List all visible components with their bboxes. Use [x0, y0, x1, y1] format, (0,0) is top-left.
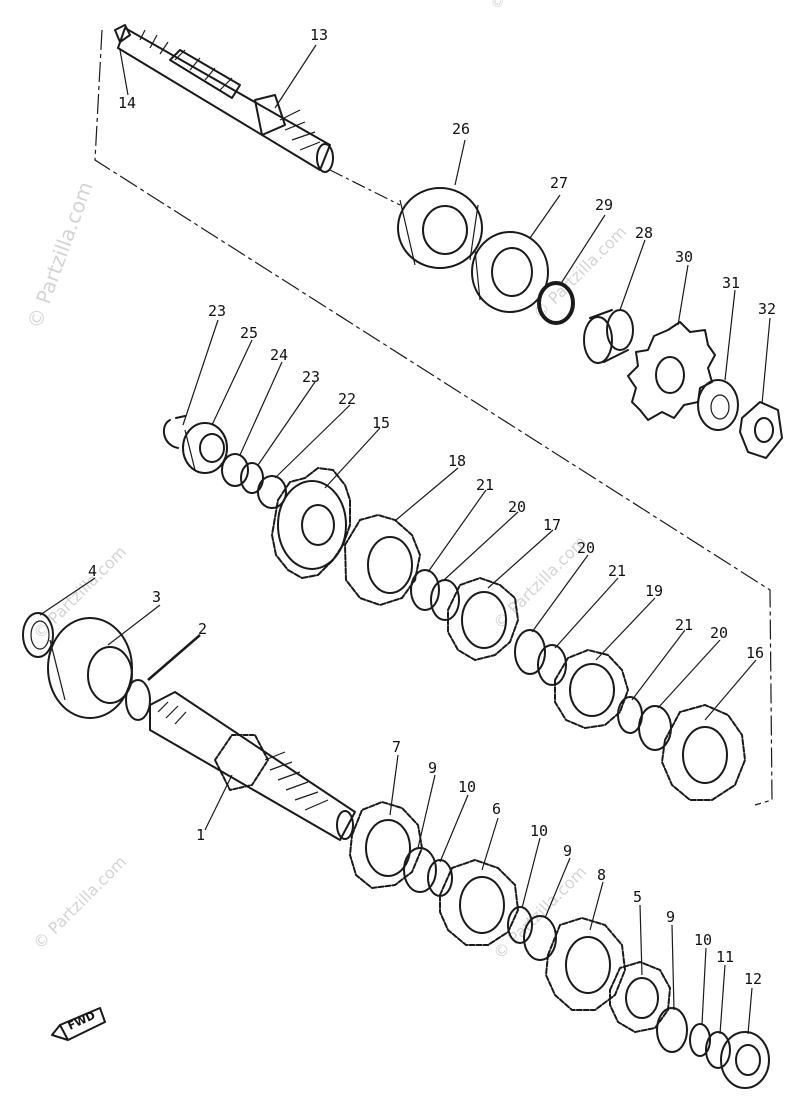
label-15: 15 [372, 414, 390, 432]
circlip-21-b [537, 644, 567, 686]
label-24: 24 [270, 346, 288, 364]
label-10-c: 10 [694, 931, 712, 949]
label-11: 11 [716, 948, 734, 966]
label-20-b: 20 [577, 539, 595, 557]
oil-seal-4 [22, 612, 54, 658]
main-axle-shaft [114, 24, 334, 173]
washer-20-b [514, 629, 546, 675]
label-9-b: 9 [563, 842, 572, 860]
fwd-arrow: FWD [51, 1007, 106, 1041]
label-12: 12 [744, 970, 762, 988]
label-4: 4 [88, 562, 97, 580]
gear-17 [447, 577, 519, 661]
label-22: 22 [338, 390, 356, 408]
sprocket-30 [627, 321, 716, 421]
label-6: 6 [492, 800, 501, 818]
label-2: 2 [198, 620, 207, 638]
washer-31 [697, 379, 739, 431]
washer-11 [705, 1031, 731, 1069]
label-31: 31 [722, 274, 740, 292]
bearing-27 [471, 231, 549, 313]
gear-8 [545, 917, 626, 1011]
label-20-c: 20 [710, 624, 728, 642]
watermark-2: © Partzilla.com [489, 0, 541, 11]
circlip-23-a [162, 415, 186, 449]
label-9-a: 9 [428, 759, 437, 777]
washer-24 [221, 453, 249, 487]
label-5: 5 [633, 888, 642, 906]
label-19: 19 [645, 582, 663, 600]
label-9-c: 9 [666, 908, 675, 926]
gear-15 [271, 467, 351, 579]
washer-20-c [638, 705, 672, 751]
label-10-a: 10 [458, 778, 476, 796]
circlip-10-c [689, 1023, 711, 1057]
label-23-b: 23 [302, 368, 320, 386]
gear-18 [344, 514, 421, 606]
label-17: 17 [543, 516, 561, 534]
gear-16 [661, 704, 746, 801]
nut-32 [739, 401, 783, 459]
bearing-25 [182, 422, 228, 474]
label-27: 27 [550, 174, 568, 192]
bearing-12 [720, 1031, 770, 1089]
washer-23-b [240, 462, 264, 494]
label-7: 7 [392, 738, 401, 756]
washer-20-a [430, 579, 460, 621]
watermark-6: © Partzilla.com [489, 862, 590, 963]
circlip-2 [125, 679, 151, 721]
bearing-26 [397, 187, 483, 269]
label-32: 32 [758, 300, 776, 318]
label-23-a: 23 [208, 302, 226, 320]
gear-6 [439, 859, 519, 946]
washer-9-a [403, 847, 437, 893]
washer-9-b [523, 915, 557, 961]
washer-22 [257, 475, 287, 509]
assembly-frame [94, 29, 773, 806]
label-16: 16 [746, 644, 764, 662]
gear-7 [349, 801, 423, 889]
label-14: 14 [118, 94, 136, 112]
circlip-21-a [410, 569, 440, 611]
watermark-4: © Partzilla.com [489, 532, 590, 633]
watermark-1: © Partzilla.com [22, 178, 97, 331]
leader-lines [39, 44, 771, 1035]
drive-axle-shaft [149, 691, 356, 841]
label-20-a: 20 [508, 498, 526, 516]
label-3: 3 [152, 588, 161, 606]
label-29: 29 [595, 196, 613, 214]
label-21-b: 21 [608, 562, 626, 580]
gear-5 [609, 961, 671, 1033]
gear-19 [554, 649, 629, 729]
label-13: 13 [310, 26, 328, 44]
circlip-10-b [507, 906, 533, 944]
label-30: 30 [675, 248, 693, 266]
oring-29 [537, 281, 575, 325]
label-8: 8 [597, 866, 606, 884]
label-25: 25 [240, 324, 258, 342]
label-21-c: 21 [675, 616, 693, 634]
collar-28 [583, 309, 634, 364]
part-labels: 13 14 26 27 29 28 30 31 32 23 25 24 23 2… [88, 26, 776, 988]
bearing-3 [47, 617, 133, 719]
label-28: 28 [635, 224, 653, 242]
label-18: 18 [448, 452, 466, 470]
label-1: 1 [196, 826, 205, 844]
watermark-7: © Partzilla.com [529, 222, 630, 323]
watermark-5: © Partzilla.com [29, 852, 130, 953]
label-26: 26 [452, 120, 470, 138]
label-10-b: 10 [530, 822, 548, 840]
washer-9-c [656, 1007, 688, 1053]
label-21-a: 21 [476, 476, 494, 494]
